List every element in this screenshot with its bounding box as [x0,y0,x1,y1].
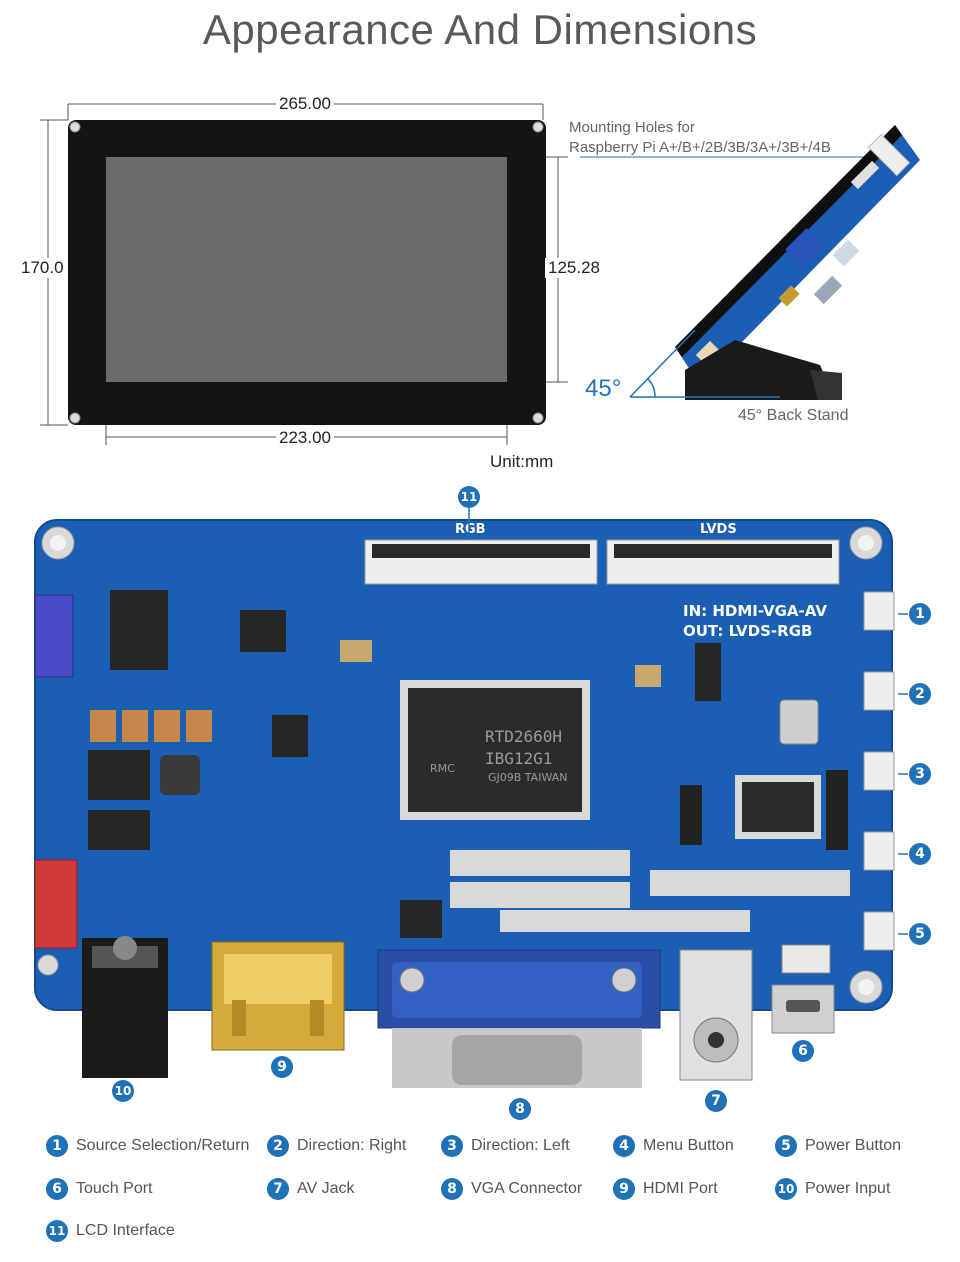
callout-2: 2 [909,683,931,705]
legend-label: VGA Connector [471,1180,583,1197]
legend-label: Touch Port [76,1180,153,1197]
legend-badge: 9 [613,1178,635,1200]
legend-item-6: 6 Touch Port [46,1178,152,1200]
front-view-diagram [40,103,568,445]
legend-badge: 2 [267,1135,289,1157]
mounting-note-line2: Raspberry Pi A+/B+/2B/3B/3A+/3B+/4B [569,139,831,156]
page-title: Appearance And Dimensions [202,6,758,53]
legend-label: LCD Interface [76,1222,175,1239]
callout-5: 5 [909,923,931,945]
legend-badge: 4 [613,1135,635,1157]
legend-item-2: 2 Direction: Right [267,1135,406,1157]
legend-badge: 11 [46,1220,68,1242]
back-stand-label: 45° Back Stand [738,407,849,424]
legend-label: Source Selection/Return [76,1137,250,1154]
callout-9: 9 [271,1056,293,1078]
callout-7: 7 [705,1090,727,1112]
io-in-label: IN: HDMI-VGA-AV [683,602,827,620]
io-out-label: OUT: LVDS-RGB [683,622,812,640]
callout-3: 3 [909,763,931,785]
legend-badge: 1 [46,1135,68,1157]
legend-badge: 10 [775,1178,797,1200]
legend-item-7: 7 AV Jack [267,1178,355,1200]
callout-10: 10 [112,1080,134,1102]
driver-board-diagram: RGB LVDS IN: HDMI-VGA-AV OUT: LVDS-RGB R… [34,508,908,1088]
display-screen [106,157,507,382]
legend-badge: 5 [775,1135,797,1157]
mounting-note-line1: Mounting Holes for [569,119,695,136]
legend-label: AV Jack [297,1180,355,1197]
callout-1: 1 [909,603,931,625]
angle-label: 45° [585,375,622,402]
callout-8: 8 [509,1098,531,1120]
chip-line1: RTD2660H [485,727,562,746]
legend-label: Power Input [805,1180,891,1197]
legend-item-10: 10 Power Input [775,1178,890,1200]
legend-item-9: 9 HDMI Port [613,1178,718,1200]
display-width-dimension: 223.00 [276,428,334,448]
legend-item-11: 11 LCD Interface [46,1220,175,1242]
display-height-dimension: 125.28 [545,258,603,278]
height-dimension: 170.0 [18,258,67,278]
legend-label: Menu Button [643,1137,734,1154]
callout-6: 6 [792,1040,814,1062]
lvds-label: LVDS [700,522,737,537]
legend-badge: 8 [441,1178,463,1200]
legend-label: Direction: Left [471,1137,570,1154]
rgb-label: RGB [455,522,486,537]
legend-badge: 3 [441,1135,463,1157]
legend-label: Power Button [805,1137,902,1154]
legend-item-8: 8 VGA Connector [441,1178,582,1200]
legend-item-3: 3 Direction: Left [441,1135,570,1157]
mounting-holes-note: Mounting Holes for Raspberry Pi A+/B+/2B… [569,118,831,158]
legend-badge: 7 [267,1178,289,1200]
chip-line3: GJ09B TAIWAN [488,771,567,784]
chip-line2: IBG12G1 [485,749,552,768]
width-dimension: 265.00 [276,94,334,114]
legend-item-4: 4 Menu Button [613,1135,734,1157]
legend-label: Direction: Right [297,1137,407,1154]
callout-4: 4 [909,843,931,865]
chip-brand: RMC [430,762,455,775]
callout-11: 11 [458,486,480,508]
legend-item-1: 1 Source Selection/Return [46,1135,249,1157]
legend-label: HDMI Port [643,1180,718,1197]
legend-item-5: 5 Power Button [775,1135,901,1157]
side-view-diagram [580,125,920,400]
legend-badge: 6 [46,1178,68,1200]
unit-label: Unit:mm [490,452,554,471]
